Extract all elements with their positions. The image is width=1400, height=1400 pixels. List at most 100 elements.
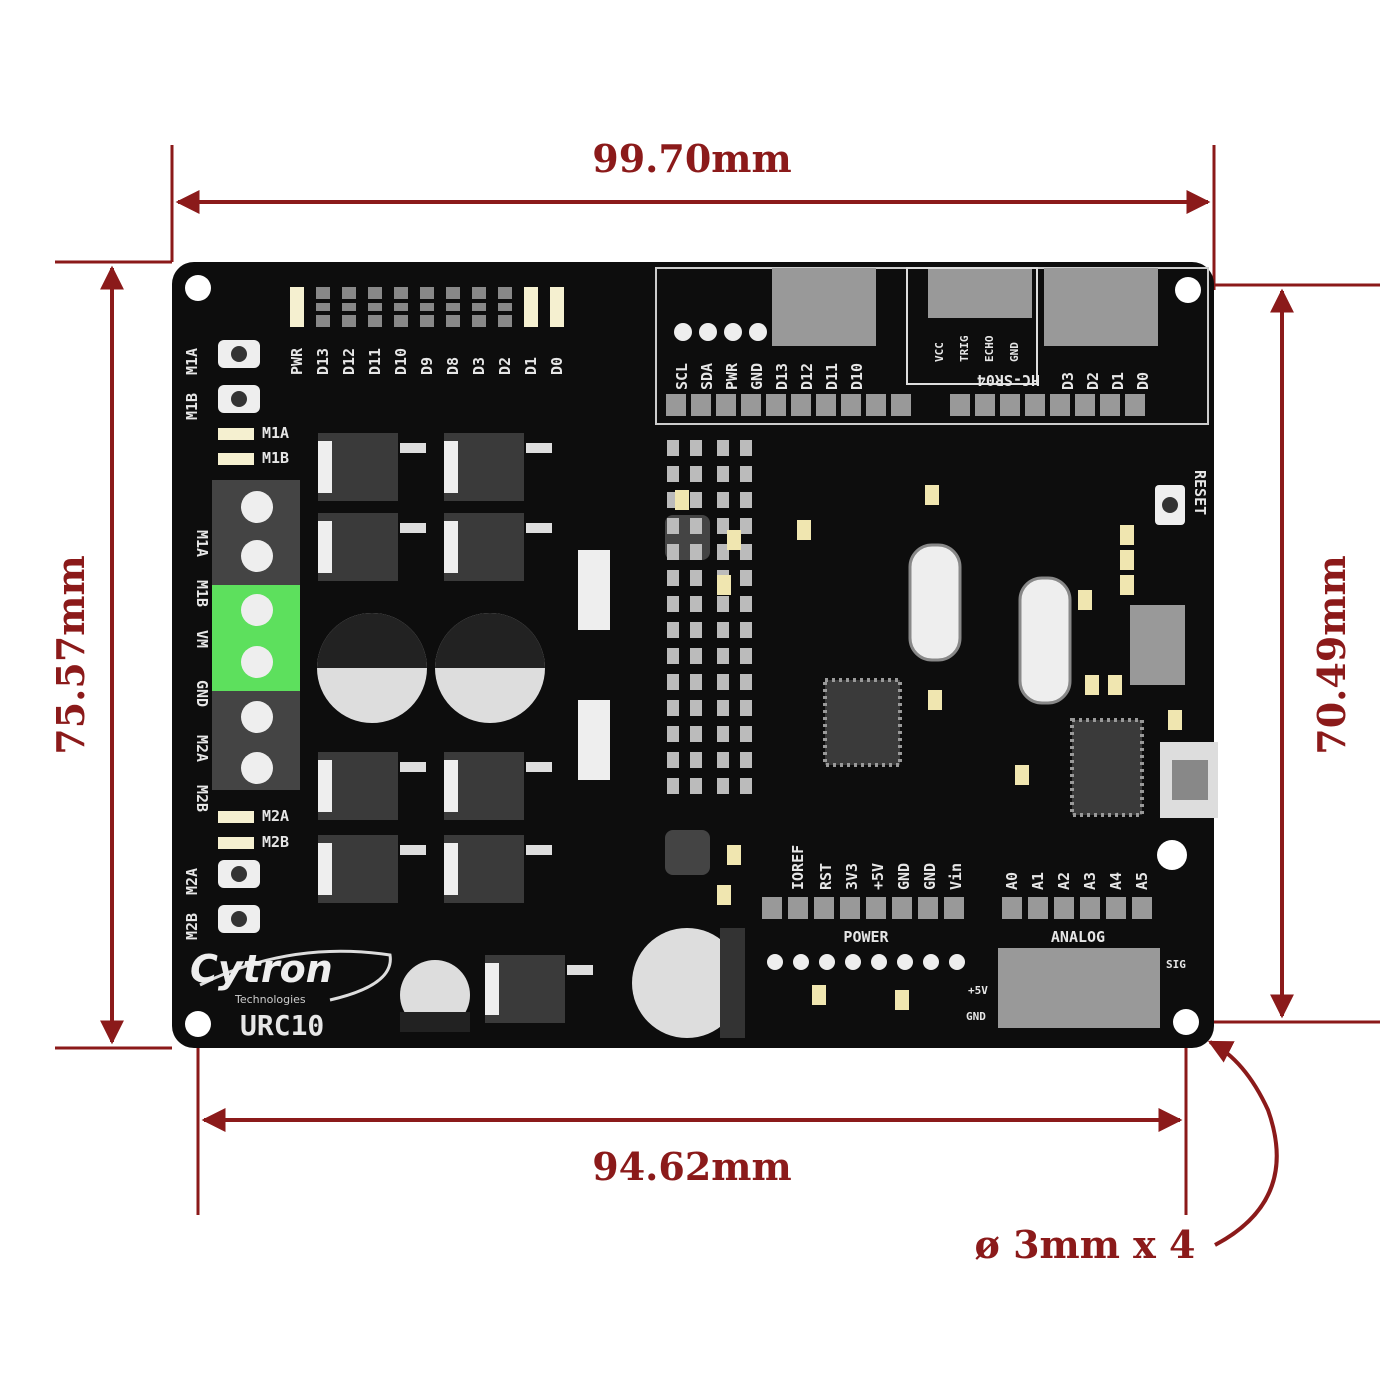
power-header-pin <box>762 897 782 919</box>
smd-part <box>1015 765 1029 785</box>
smd-part <box>895 990 909 1010</box>
smd-part <box>717 674 729 690</box>
svg-text:D12: D12 <box>798 363 816 390</box>
mosfet-tab <box>318 521 332 573</box>
led <box>420 303 434 311</box>
svg-text:D9: D9 <box>418 357 436 375</box>
smd-part <box>717 700 729 716</box>
svg-text:D11: D11 <box>366 348 384 375</box>
smd-part <box>667 544 679 560</box>
svg-text:GND: GND <box>921 863 939 890</box>
power-header-pin <box>892 897 912 919</box>
led <box>446 303 460 311</box>
i2c-pin <box>699 323 717 341</box>
header-pin <box>891 394 911 416</box>
led <box>316 303 330 311</box>
smd-part <box>690 518 702 534</box>
led <box>342 303 356 311</box>
header-pin <box>791 394 811 416</box>
svg-text:M1B: M1B <box>193 580 211 607</box>
svg-text:D1: D1 <box>1109 372 1127 390</box>
smd-part <box>1085 675 1099 695</box>
svg-text:M1B: M1B <box>262 449 289 467</box>
led <box>420 287 434 299</box>
svg-text:SDA: SDA <box>698 363 716 390</box>
svg-text:M2B: M2B <box>193 785 211 812</box>
svg-text:M2A: M2A <box>183 868 201 895</box>
svg-text:M2B: M2B <box>183 913 201 940</box>
smd-part <box>667 752 679 768</box>
analog-header-pin <box>1080 897 1100 919</box>
smd-part <box>1120 525 1134 545</box>
smd-part <box>925 485 939 505</box>
svg-text:PWR: PWR <box>723 362 741 390</box>
led <box>342 287 356 299</box>
svg-text:A0: A0 <box>1003 872 1021 890</box>
smd-part <box>1120 550 1134 570</box>
led <box>472 287 486 299</box>
analog-header-pin <box>1054 897 1074 919</box>
svg-text:A5: A5 <box>1133 872 1151 890</box>
microcontroller-chip <box>823 678 902 767</box>
svg-text:D3: D3 <box>1059 372 1077 390</box>
icsp-pin <box>819 954 835 970</box>
mosfet-lead <box>400 443 426 453</box>
svg-text:M1B: M1B <box>183 393 201 420</box>
header-pin <box>666 394 686 416</box>
led <box>316 315 330 327</box>
smd-part <box>740 674 752 690</box>
header-pin <box>1000 394 1020 416</box>
power-header-pin <box>918 897 938 919</box>
svg-text:SIG: SIG <box>1166 958 1186 971</box>
power-label: POWER <box>843 928 889 946</box>
smd-part <box>812 985 826 1005</box>
led <box>394 315 408 327</box>
i2c-pin <box>674 323 692 341</box>
width-outer-label: 99.70mm <box>592 136 791 181</box>
analog-header-pin <box>1132 897 1152 919</box>
svg-text:M1A: M1A <box>183 348 201 375</box>
smd-part <box>690 570 702 586</box>
led <box>368 287 382 299</box>
smd-part <box>740 752 752 768</box>
smd-part <box>717 648 729 664</box>
sensor-name: HC-SR04 <box>977 371 1040 389</box>
svg-text:A2: A2 <box>1055 872 1073 890</box>
smd-part <box>717 518 729 534</box>
header-pin <box>1050 394 1070 416</box>
smd-part <box>727 845 741 865</box>
smd-part <box>667 596 679 612</box>
header-pin <box>1025 394 1045 416</box>
svg-text:D3: D3 <box>470 357 488 375</box>
icsp-pin <box>949 954 965 970</box>
led <box>446 315 460 327</box>
mosfet-lead <box>526 762 552 772</box>
header-pin <box>866 394 886 416</box>
smd-part <box>740 648 752 664</box>
svg-text:GND: GND <box>748 363 766 390</box>
svg-text:RST: RST <box>817 863 835 890</box>
reset-label: RESET <box>1191 470 1209 515</box>
svg-text:D0: D0 <box>548 357 566 375</box>
mosfet-tab <box>444 521 458 573</box>
smd-part <box>740 778 752 794</box>
power-header-pin <box>814 897 834 919</box>
header-pin <box>766 394 786 416</box>
smd-part <box>740 440 752 456</box>
hole-callout-arrow <box>1207 1040 1279 1247</box>
led <box>316 287 330 299</box>
i2c-pin <box>749 323 767 341</box>
height-outer-label: 75.57mm <box>48 555 93 754</box>
svg-text:GND: GND <box>895 863 913 890</box>
motor-test-buttons[interactable] <box>218 340 260 933</box>
model-label: URC10 <box>240 1009 324 1042</box>
smd-part <box>667 466 679 482</box>
svg-text:Cytron: Cytron <box>190 947 333 991</box>
analog-header-pin <box>1028 897 1048 919</box>
mosfets <box>318 433 593 1023</box>
svg-text:SCL: SCL <box>673 363 691 390</box>
mosfet-lead <box>400 523 426 533</box>
icsp-pin <box>923 954 939 970</box>
smd-part <box>717 544 729 560</box>
